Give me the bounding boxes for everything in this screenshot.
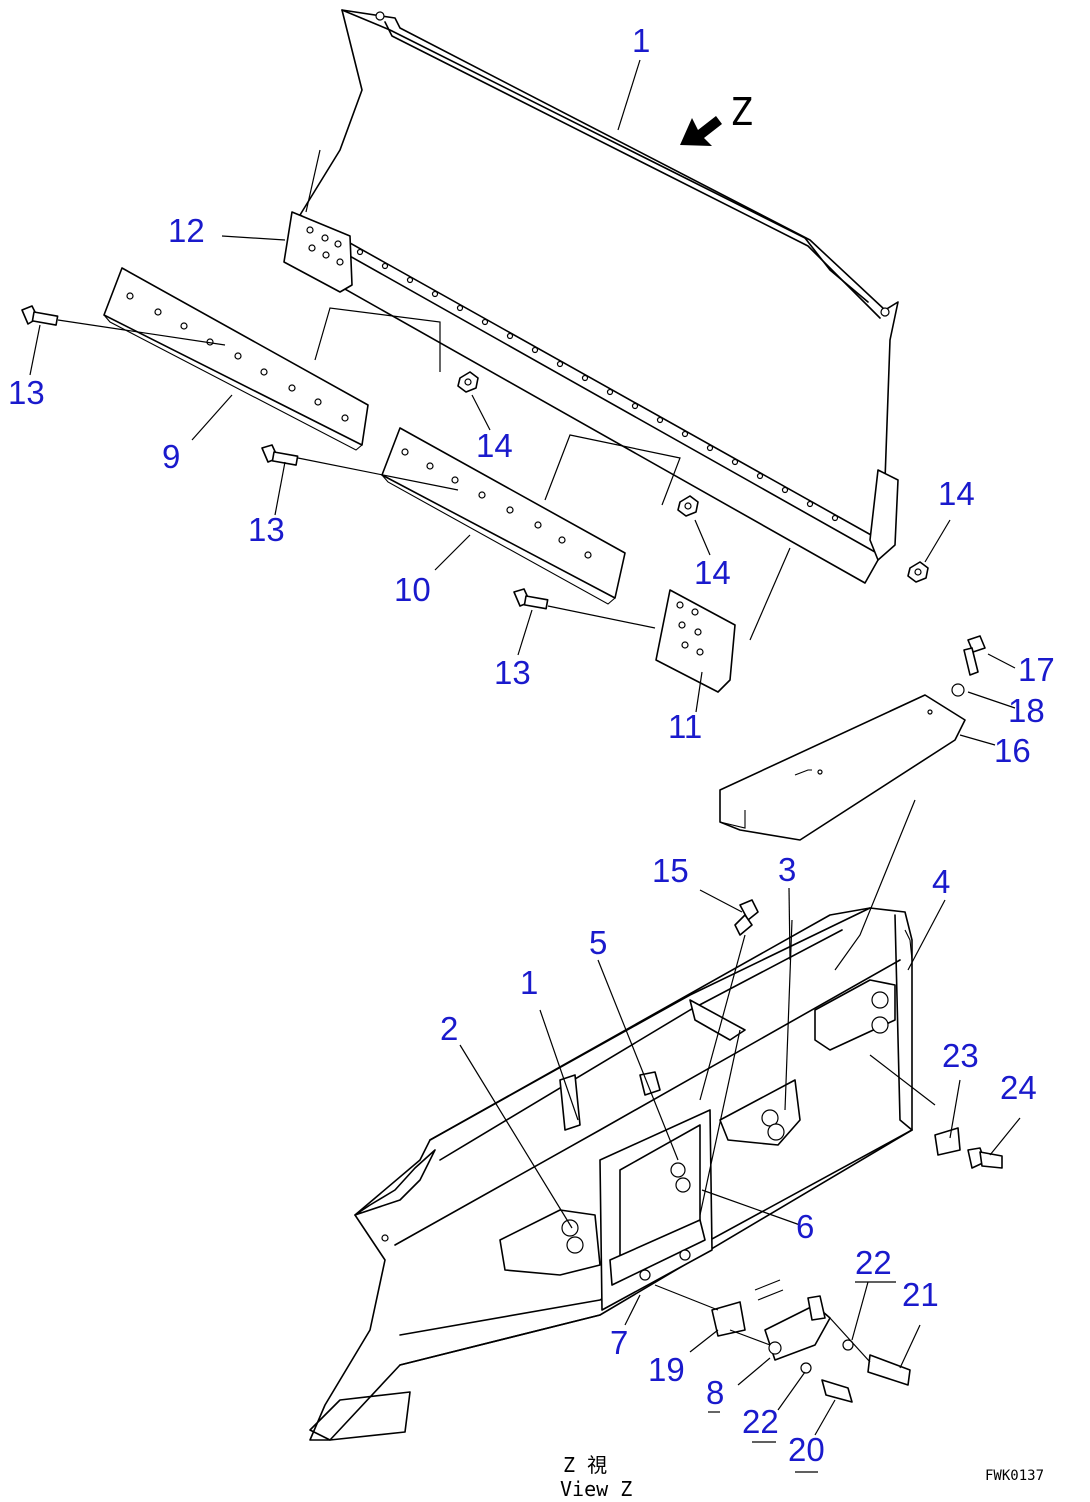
callout-2: 2 (440, 1010, 458, 1047)
callout-3: 3 (778, 851, 796, 888)
callout-1-bottom: 1 (520, 964, 538, 1001)
callout-13-b: 13 (248, 511, 285, 548)
callout-18: 18 (1008, 692, 1045, 729)
callout-4: 4 (932, 863, 950, 900)
view-arrow: Z (680, 90, 753, 146)
callout-22-a: 22 (855, 1244, 892, 1281)
caption-line-1: Z 視 (563, 1453, 607, 1477)
callout-14-a: 14 (476, 427, 513, 464)
callout-13-c: 13 (494, 654, 531, 691)
callout-8: 8 (706, 1374, 724, 1411)
callout-10: 10 (394, 571, 431, 608)
callout-12: 12 (168, 212, 205, 249)
callout-6: 6 (796, 1208, 814, 1245)
caption-line-2: View Z (560, 1477, 632, 1501)
leader-lines (29, 59, 1021, 1473)
assembly-lines (57, 149, 791, 641)
callout-13-a: 13 (8, 374, 45, 411)
callout-labels: 1 12 13 9 14 13 14 14 10 13 11 17 18 16 … (8, 22, 1055, 1468)
cutting-edge-10 (381, 427, 626, 605)
bolts-and-nuts (21, 305, 929, 610)
edge-bolt-holes (356, 248, 839, 522)
end-bit-right (655, 589, 736, 693)
cutting-edge-9 (103, 267, 369, 451)
callout-14-b: 14 (694, 554, 731, 591)
callout-15: 15 (652, 852, 689, 889)
callout-14-c: 14 (938, 475, 975, 512)
callout-9: 9 (162, 438, 180, 475)
callout-24: 24 (1000, 1069, 1037, 1106)
blade-rear-view (309, 899, 1003, 1441)
callout-16: 16 (994, 732, 1031, 769)
callout-17: 17 (1018, 651, 1055, 688)
end-bit-left (283, 211, 353, 293)
view-caption: Z 視 View Z FWK0137 (560, 1453, 1044, 1501)
callout-21: 21 (902, 1276, 939, 1313)
callout-7: 7 (610, 1324, 628, 1361)
lower-assembly-lines (654, 799, 936, 1363)
callout-19: 19 (648, 1351, 685, 1388)
callout-22-b: 22 (742, 1403, 779, 1440)
blade-upper (289, 9, 899, 584)
callout-1-top: 1 (632, 22, 650, 59)
svg-text:Z: Z (730, 90, 753, 134)
callout-5: 5 (589, 924, 607, 961)
bracket-16 (719, 635, 986, 841)
callout-23: 23 (942, 1037, 979, 1074)
callout-20: 20 (788, 1431, 825, 1468)
callout-11: 11 (668, 708, 702, 745)
drawing-reference: FWK0137 (985, 1468, 1044, 1484)
